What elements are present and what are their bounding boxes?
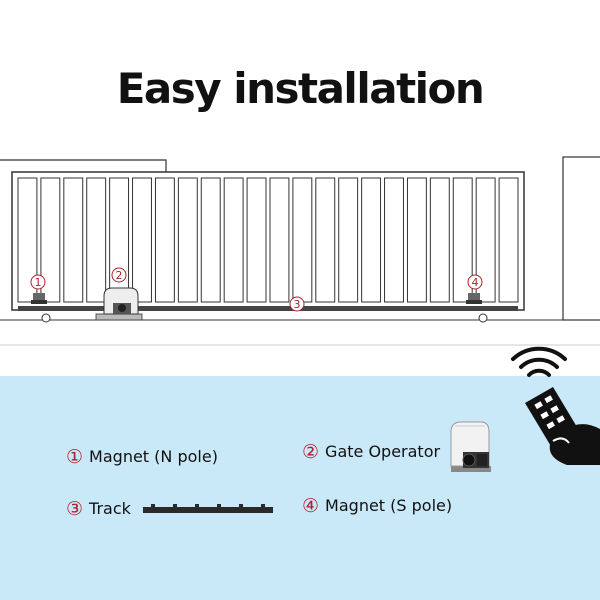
gate-slat xyxy=(17,177,38,303)
left-wall xyxy=(0,159,167,175)
legend-label: Magnet (S pole) xyxy=(325,496,453,515)
legend-number: ① xyxy=(66,446,84,468)
legend-magnet-s-pole: ④ Magnet (S pole) xyxy=(302,495,452,517)
gate-wheel xyxy=(478,313,488,323)
legend-magnet-n-pole: ① Magnet (N pole) xyxy=(66,446,218,468)
gate-slat xyxy=(246,177,267,303)
page-title: Easy installation xyxy=(116,64,485,113)
legend-label: Magnet (N pole) xyxy=(89,447,218,466)
gate-operator-drawing xyxy=(95,287,143,321)
gate-slat xyxy=(384,177,404,303)
right-wall xyxy=(562,156,600,321)
gate-slat xyxy=(292,177,313,303)
gate-drawing: 1 2 3 4 xyxy=(0,156,600,346)
gate-slat xyxy=(338,177,359,303)
legend-number: ④ xyxy=(302,495,320,517)
legend-label: Track xyxy=(89,499,131,518)
marker-4: 4 xyxy=(467,274,483,290)
legend-number: ③ xyxy=(66,498,84,520)
gate-slat xyxy=(86,177,107,303)
svg-text:4: 4 xyxy=(472,276,479,289)
gate-slat xyxy=(223,177,244,303)
gate-slat xyxy=(406,177,427,303)
gate-slat xyxy=(177,177,198,303)
gate-slat xyxy=(40,177,61,303)
gate-slat xyxy=(429,177,450,303)
gate-slat xyxy=(361,177,382,303)
marker-1: 1 xyxy=(30,274,46,290)
gate-slat xyxy=(63,177,84,303)
legend-number: ② xyxy=(302,441,320,463)
gate-track xyxy=(18,306,518,311)
gate-slats xyxy=(17,177,519,303)
legend-panel xyxy=(0,376,600,600)
svg-text:3: 3 xyxy=(294,298,301,311)
magnet-s-pole xyxy=(468,293,480,303)
track-icon xyxy=(143,504,273,513)
marker-2: 2 xyxy=(111,267,127,283)
gate-slat xyxy=(132,177,152,303)
remote-control-icon xyxy=(511,346,600,465)
gate-slat xyxy=(109,177,130,303)
gate-slat xyxy=(498,177,519,303)
gate-operator-icon xyxy=(450,421,491,472)
gate-slat xyxy=(154,177,175,303)
gate-slat xyxy=(475,177,496,303)
gate-wheel xyxy=(41,313,51,323)
gate-slat xyxy=(315,177,336,303)
legend-track: ③ Track xyxy=(66,498,131,520)
gate-slat xyxy=(269,177,290,303)
gate-slat xyxy=(200,177,221,303)
svg-text:2: 2 xyxy=(116,269,123,282)
magnet-n-pole xyxy=(33,293,45,303)
wireless-signal-icon xyxy=(511,346,567,377)
marker-3: 3 xyxy=(289,296,305,312)
svg-text:1: 1 xyxy=(35,276,42,289)
legend-gate-operator: ② Gate Operator xyxy=(302,441,440,463)
legend-label: Gate Operator xyxy=(325,442,441,461)
gate-slat xyxy=(452,177,473,303)
